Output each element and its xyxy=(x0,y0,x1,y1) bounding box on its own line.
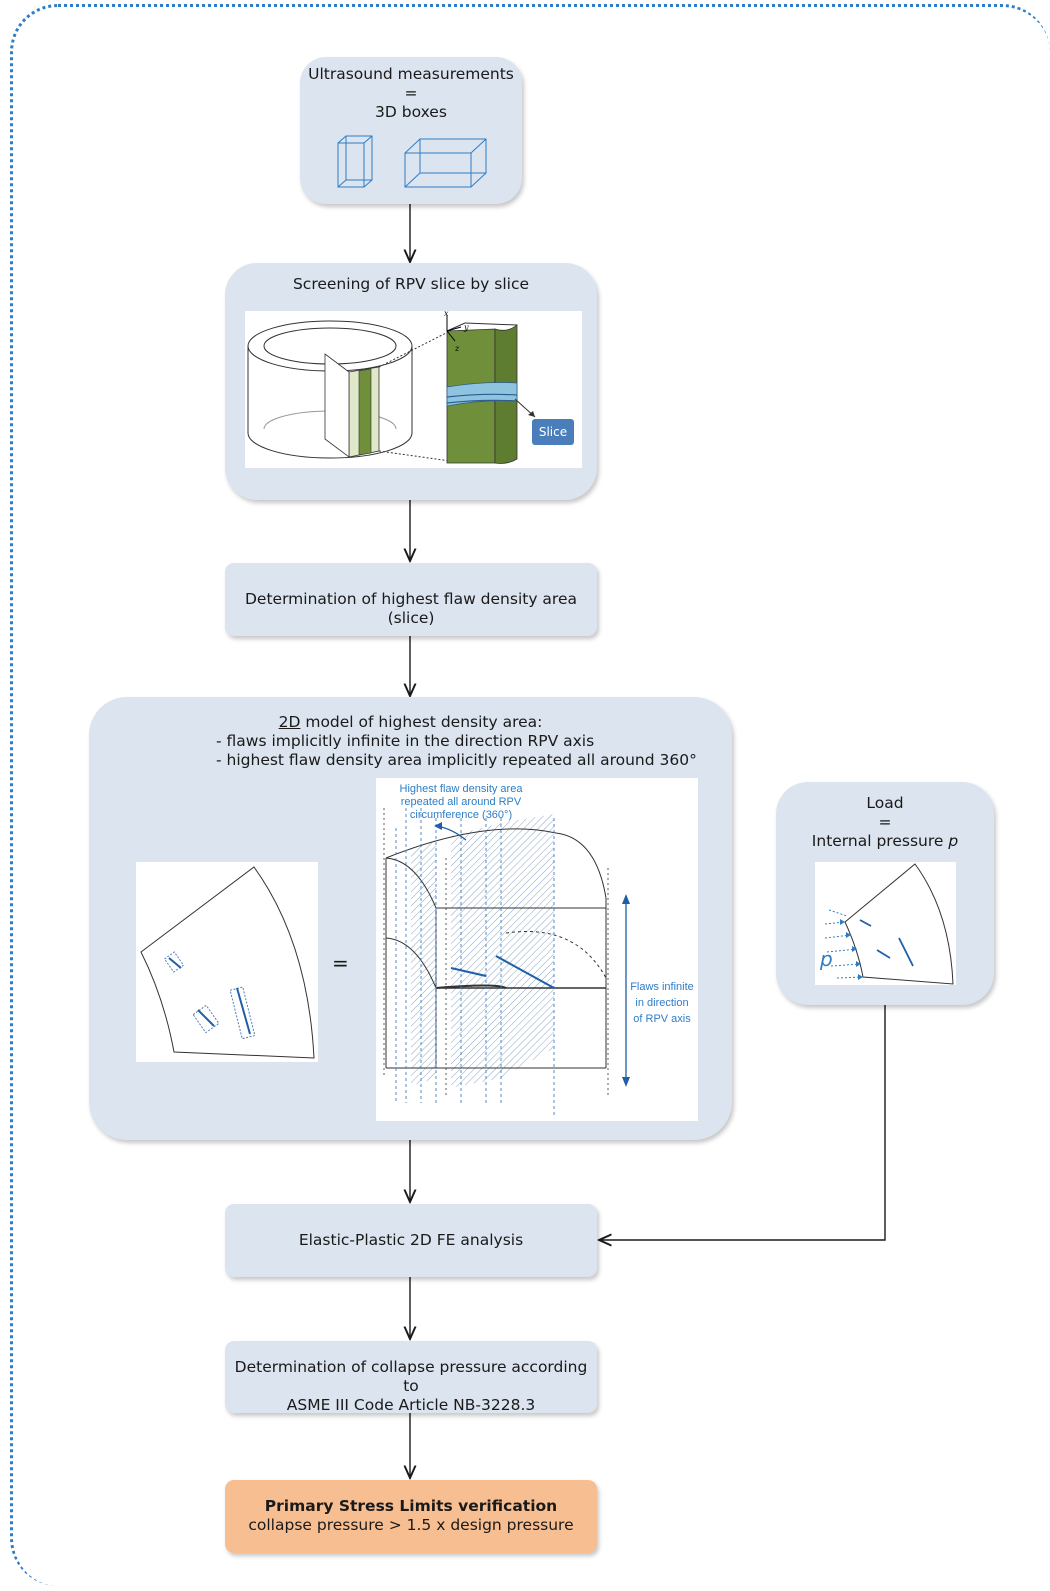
sector-flaws-illustration xyxy=(140,866,315,1059)
ultrasound-line1: Ultrasound measurements xyxy=(308,65,514,83)
screening-node: Screening of RPV slice by slice xyxy=(225,263,597,500)
model-2d-title: 2D model of highest density area: xyxy=(89,713,732,732)
screening-title: Screening of RPV slice by slice xyxy=(292,275,530,293)
annotation-side-2: in direction xyxy=(635,997,688,1009)
3d-boxes-illustration xyxy=(337,135,487,188)
outer-dotted-frame xyxy=(10,4,1050,1586)
pressure-sector-illustration: p xyxy=(819,863,954,985)
model-2d-equals: = xyxy=(332,951,349,975)
screening-illustration-panel: x y z Slice xyxy=(245,309,582,468)
collapse-line2: ASME III Code Article NB-3228.3 xyxy=(286,1396,536,1414)
repeated-slices-illustration: Highest flaw density area repeated all a… xyxy=(383,783,694,1118)
load-line3: Internal pressure p xyxy=(776,832,994,851)
collapse-node: Determination of collapse pressure accor… xyxy=(225,1341,597,1414)
model-2d-node: 2D model of highest density area: - flaw… xyxy=(89,697,732,1140)
axis-x-label: x xyxy=(444,311,449,318)
rpv-cylinder-illustration: x y z xyxy=(247,309,536,464)
primary-stress-criterion: collapse pressure > 1.5 x design pressur… xyxy=(248,1516,574,1534)
model-2d-bullet1: - flaws implicitly infinite in the direc… xyxy=(216,732,595,750)
load-line2: = xyxy=(878,813,892,831)
annotation-top-3: circumference (360°) xyxy=(410,809,512,821)
slice-tag: Slice xyxy=(532,419,574,445)
pressure-p-symbol: p xyxy=(819,947,833,971)
load-line1: Load xyxy=(866,794,904,812)
arrow-load-to-fe xyxy=(599,1005,886,1240)
model-2d-bullet2: - highest flaw density area implicitly r… xyxy=(216,751,697,769)
load-illustration-panel: p xyxy=(815,862,956,985)
load-line3-var: p xyxy=(948,832,959,850)
axis-y-label: y xyxy=(463,323,469,332)
annotation-side-3: of RPV axis xyxy=(633,1013,691,1025)
primary-stress-node: Primary Stress Limits verification colla… xyxy=(225,1480,597,1553)
annotation-top-2: repeated all around RPV xyxy=(401,796,522,808)
infinite-flaws-panel: Highest flaw density area repeated all a… xyxy=(376,778,698,1121)
sector-panel xyxy=(136,862,318,1062)
annotation-side-1: Flaws infinite xyxy=(630,981,694,993)
collapse-line1: Determination of collapse pressure accor… xyxy=(234,1358,588,1395)
annotation-top-1: Highest flaw density area xyxy=(400,783,524,795)
ultrasound-line3: 3D boxes xyxy=(375,103,447,121)
fe-analysis-label: Elastic-Plastic 2D FE analysis xyxy=(298,1231,524,1249)
slice-tag-label: Slice xyxy=(538,425,568,439)
axis-z-label: z xyxy=(454,344,460,353)
ultrasound-node: Ultrasound measurements = 3D boxes xyxy=(300,57,522,204)
fe-analysis-node: Elastic-Plastic 2D FE analysis xyxy=(225,1204,597,1277)
highest-density-node: Determination of highest flaw density ar… xyxy=(225,563,597,636)
load-line3-prefix: Internal pressure xyxy=(811,832,949,850)
model-2d-title-prefix: 2D xyxy=(278,713,301,731)
ultrasound-line2: = xyxy=(404,84,418,102)
highest-density-label: Determination of highest flaw density ar… xyxy=(245,590,577,627)
primary-stress-title: Primary Stress Limits verification xyxy=(264,1497,558,1515)
load-node: Load = Internal pressure p xyxy=(776,782,994,1005)
model-2d-title-rest: model of highest density area: xyxy=(300,713,543,731)
